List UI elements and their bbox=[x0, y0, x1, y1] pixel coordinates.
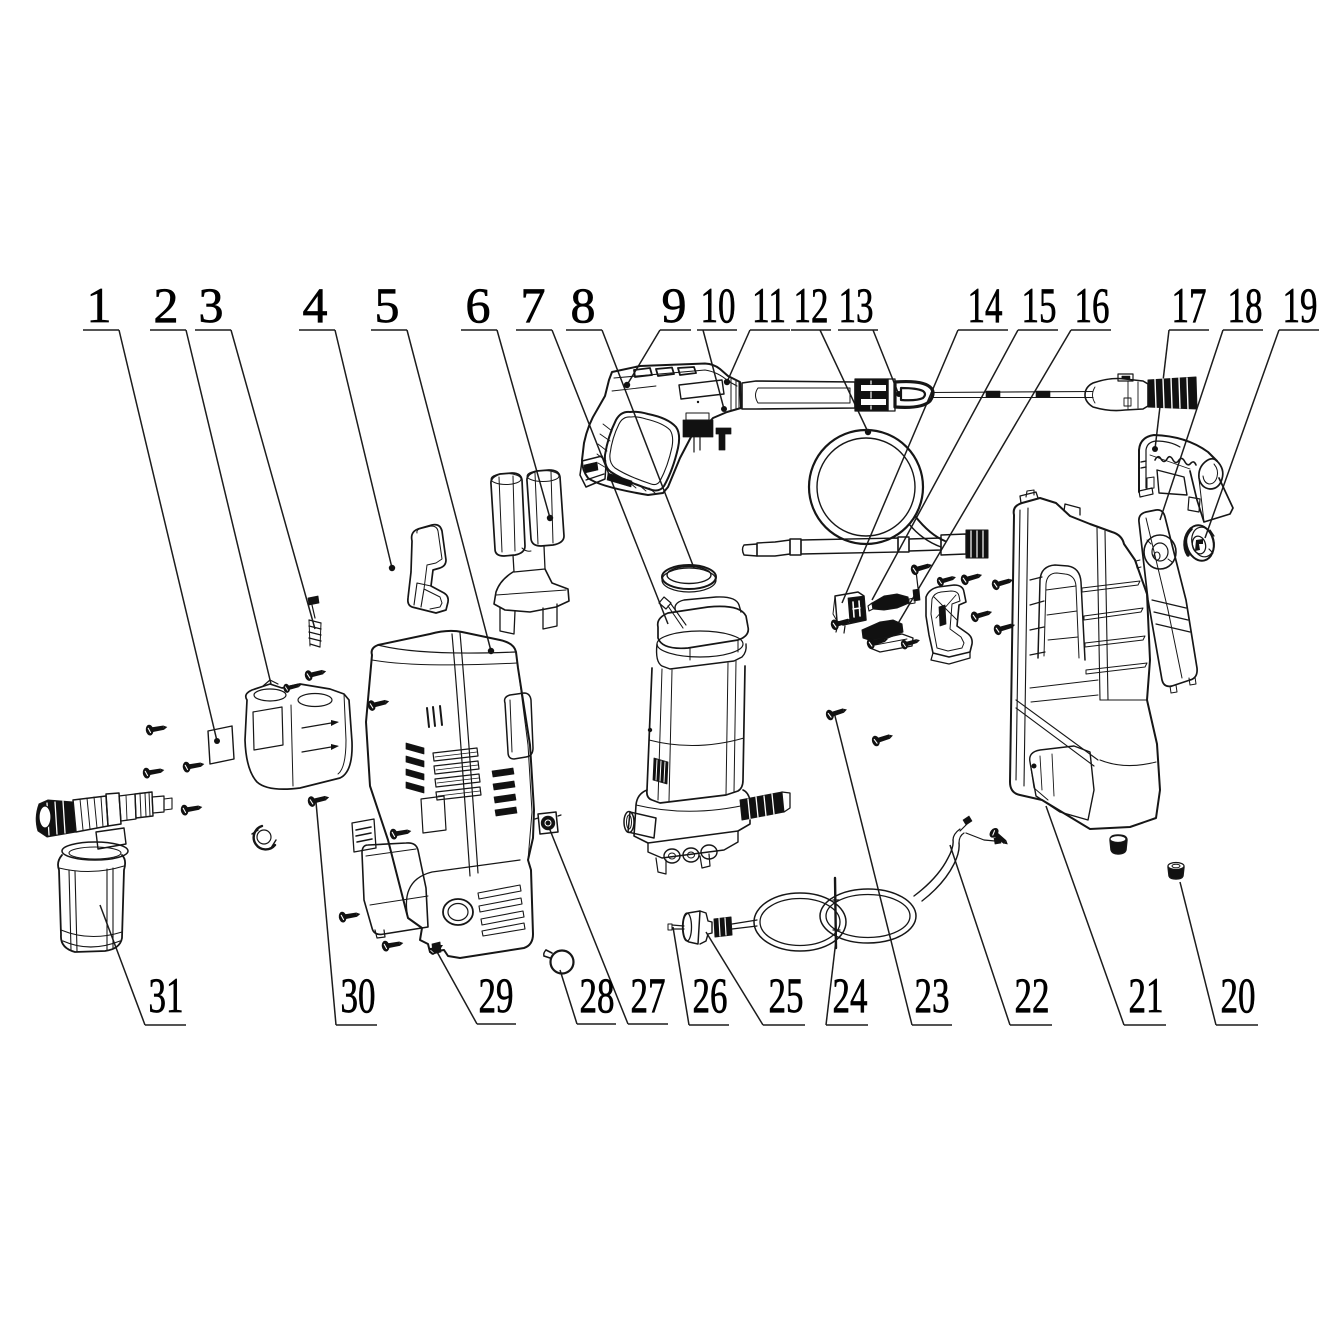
svg-text:26: 26 bbox=[693, 967, 728, 1023]
svg-text:20: 20 bbox=[1221, 967, 1256, 1023]
svg-text:16: 16 bbox=[1075, 277, 1110, 333]
svg-text:23: 23 bbox=[915, 967, 950, 1023]
svg-text:19: 19 bbox=[1283, 277, 1318, 333]
svg-text:21: 21 bbox=[1129, 967, 1164, 1023]
svg-text:14: 14 bbox=[968, 277, 1003, 333]
svg-text:13: 13 bbox=[839, 277, 874, 333]
svg-text:25: 25 bbox=[769, 967, 804, 1023]
svg-text:28: 28 bbox=[580, 967, 615, 1023]
svg-text:5: 5 bbox=[375, 277, 400, 333]
svg-text:7: 7 bbox=[521, 277, 546, 333]
svg-text:12: 12 bbox=[794, 277, 829, 333]
svg-text:27: 27 bbox=[631, 967, 666, 1023]
svg-text:11: 11 bbox=[752, 277, 786, 333]
svg-text:10: 10 bbox=[701, 277, 736, 333]
svg-text:6: 6 bbox=[466, 277, 491, 333]
svg-text:9: 9 bbox=[662, 277, 687, 333]
svg-text:24: 24 bbox=[833, 967, 868, 1023]
svg-text:22: 22 bbox=[1015, 967, 1050, 1023]
svg-text:3: 3 bbox=[199, 277, 224, 333]
svg-text:29: 29 bbox=[479, 967, 514, 1023]
svg-text:17: 17 bbox=[1172, 277, 1207, 333]
svg-text:4: 4 bbox=[303, 277, 328, 333]
svg-text:1: 1 bbox=[87, 277, 112, 333]
svg-text:31: 31 bbox=[149, 967, 184, 1023]
svg-text:18: 18 bbox=[1228, 277, 1263, 333]
svg-text:2: 2 bbox=[154, 277, 179, 333]
svg-text:30: 30 bbox=[341, 967, 376, 1023]
svg-text:8: 8 bbox=[571, 277, 596, 333]
svg-text:15: 15 bbox=[1022, 277, 1057, 333]
